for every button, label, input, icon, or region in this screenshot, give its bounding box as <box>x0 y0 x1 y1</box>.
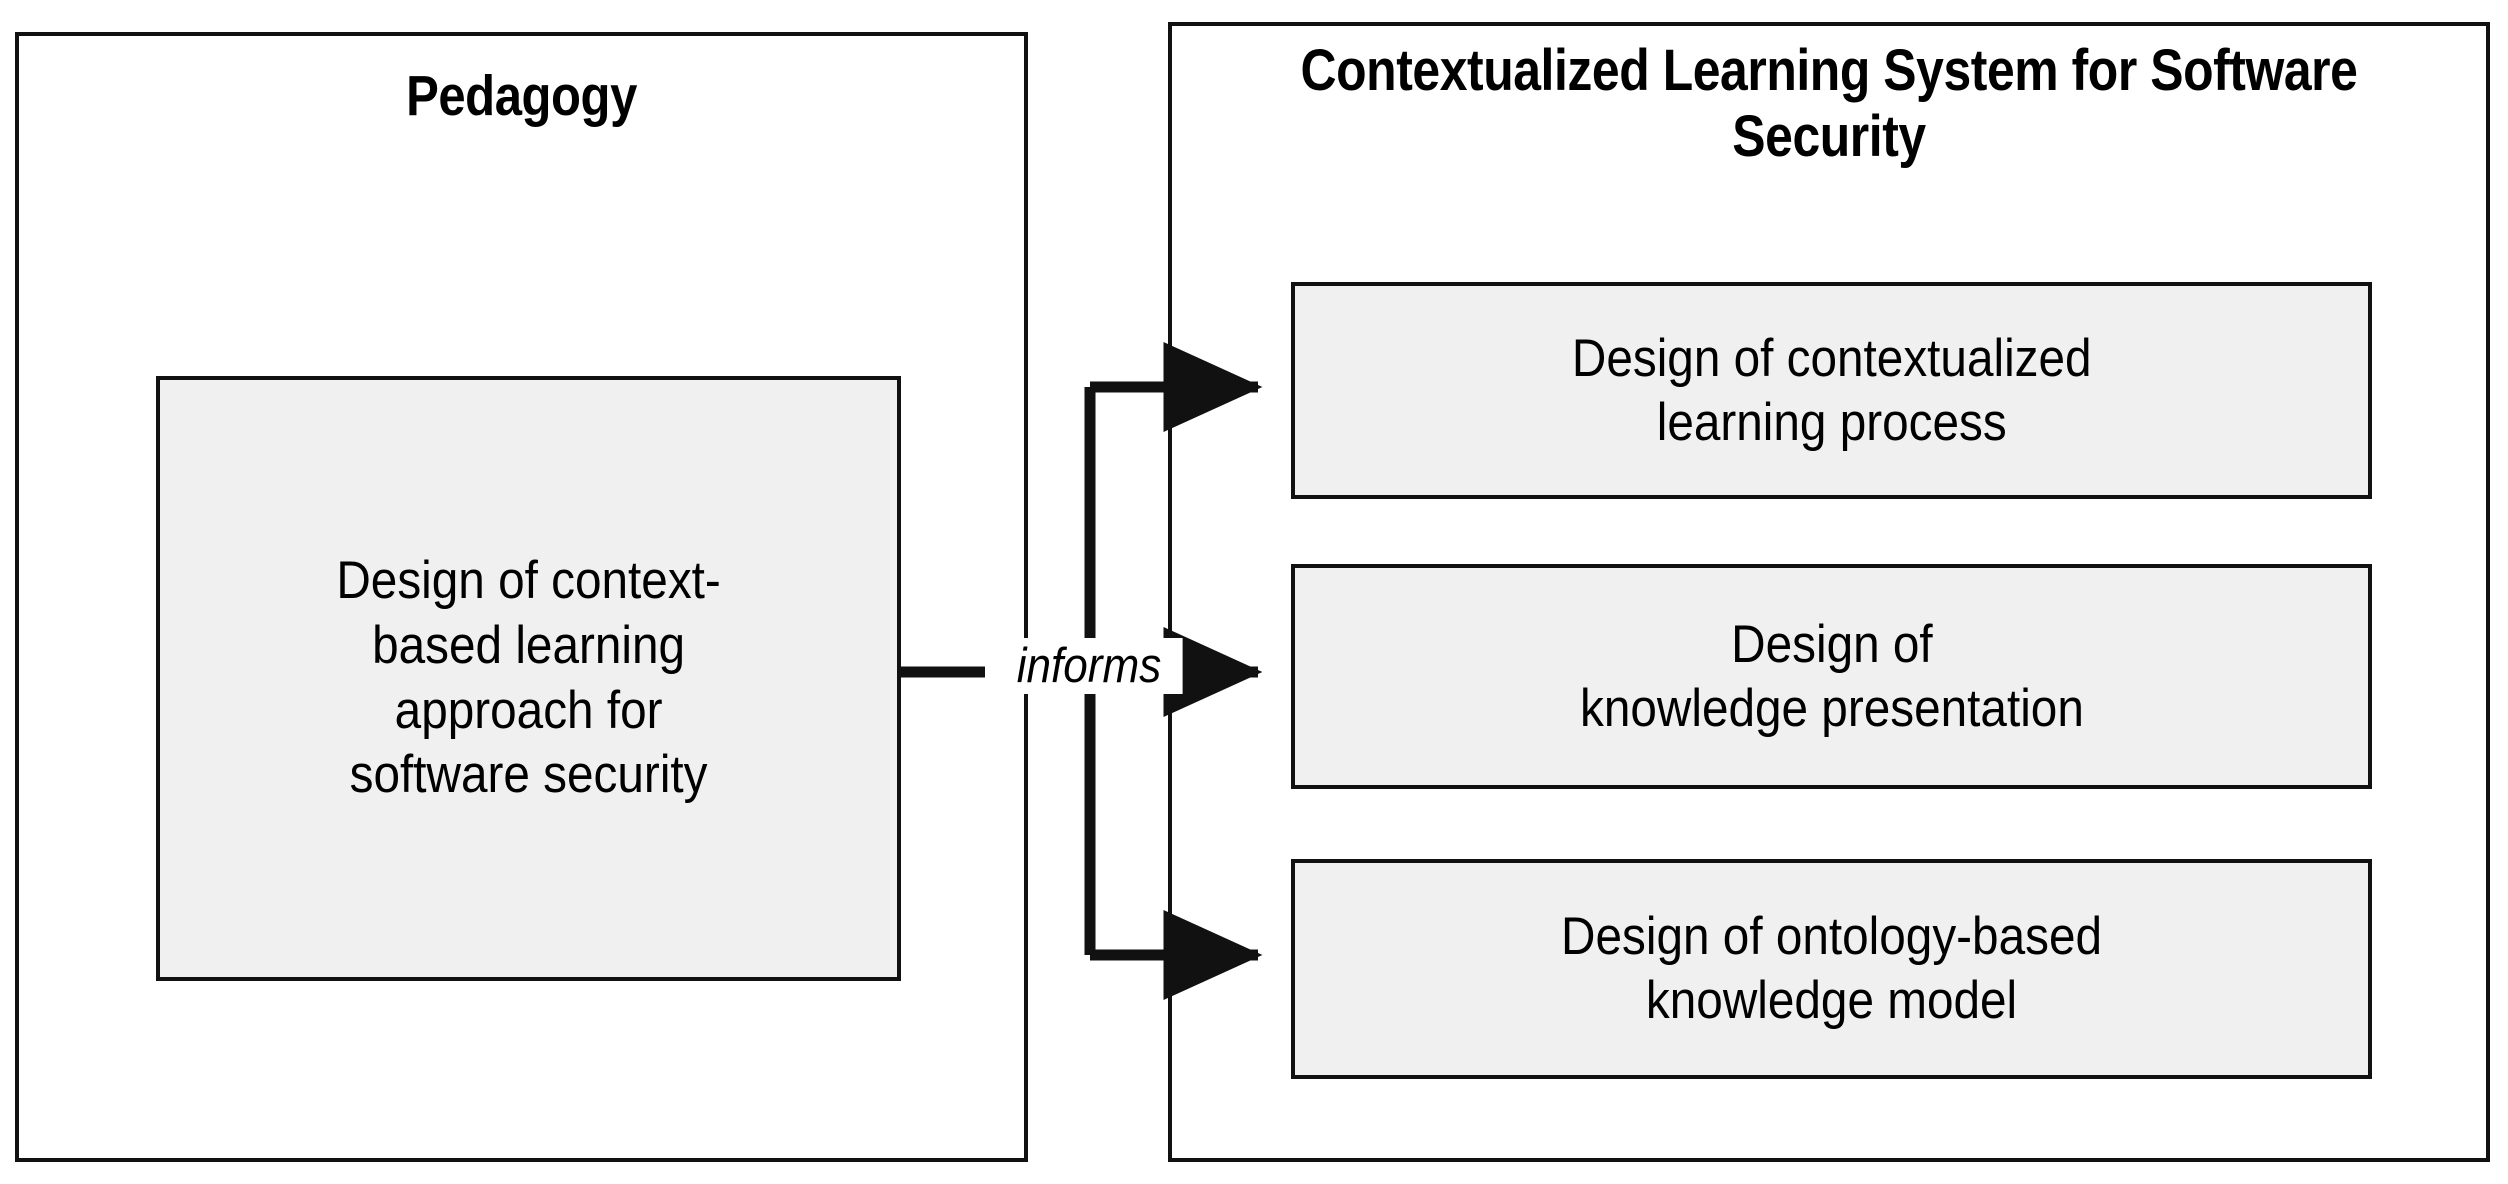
node-design-of-knowledge-presentation[interactable]: Design of knowledge presentation <box>1291 564 2372 789</box>
node-design-of-ontology-based-knowledge-model[interactable]: Design of ontology-based knowledge model <box>1291 859 2372 1079</box>
node-design-of-contextualized-learning-process[interactable]: Design of contextualized learning proces… <box>1291 282 2372 499</box>
panel-contextualized-learning-system-title: Contextualized Learning System for Softw… <box>1300 38 2358 169</box>
node-design-of-context-based-learning-approach[interactable]: Design of context- based learning approa… <box>156 376 901 981</box>
panel-pedagogy-title: Pedagogy <box>406 64 637 128</box>
node-label: Design of contextualized learning proces… <box>1571 328 2092 452</box>
node-label: Design of knowledge presentation <box>1579 614 2084 738</box>
informs-edge-label: informs <box>995 638 1183 694</box>
panel-contextualized-learning-system: Contextualized Learning System for Softw… <box>1168 22 2490 1162</box>
node-label: Design of context- based learning approa… <box>336 551 721 805</box>
node-label: Design of ontology-based knowledge model <box>1561 907 2102 1030</box>
panel-pedagogy: Pedagogy Design of context- based learni… <box>15 32 1028 1162</box>
